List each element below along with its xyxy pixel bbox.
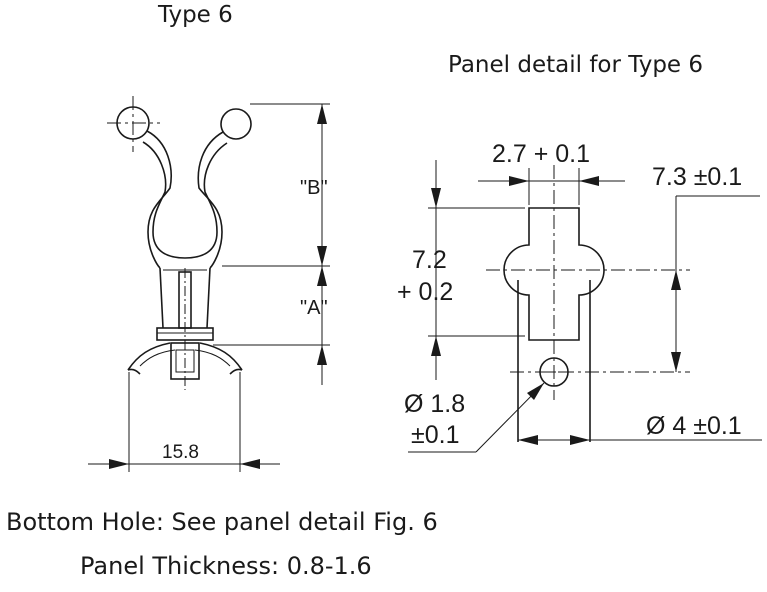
clip-outer-arm-right [197, 131, 224, 269]
panel-slot-outline [503, 207, 605, 341]
panel-dimensions: 2.7 + 0.1 7.3 ±0.1 7.2 + 0.2 Ø 1.8 ±0.1 … [397, 140, 762, 453]
dim-b-label: "B" [300, 177, 328, 199]
bottom-hole-note: Bottom Hole: See panel detail Fig. 6 [6, 508, 438, 536]
clip-inner-arm-right [184, 142, 228, 259]
center-offset-label: 7.3 ±0.1 [652, 163, 742, 191]
hole-dia-label-line1: Ø 1.8 [404, 390, 465, 418]
width-label: 15.8 [162, 442, 199, 463]
boss-dia-label: Ø 4 ±0.1 [646, 412, 742, 440]
type-6-title: Type 6 [158, 2, 233, 28]
clip-right-ball [220, 108, 252, 140]
panel-thickness-note: Panel Thickness: 0.8-1.6 [80, 552, 372, 580]
hole-dia-label-line2: ±0.1 [411, 421, 459, 449]
clip-dimensions: "B" "A" 15.8 [88, 103, 330, 472]
slot-width-label: 2.7 + 0.1 [492, 140, 590, 168]
height-label-line1: 7.2 [412, 246, 447, 274]
dim-a-label: "A" [300, 297, 328, 319]
clip-base-wings [127, 342, 243, 371]
clip-inner-arm-left [142, 141, 186, 259]
clip-outer-arm-left [146, 130, 172, 269]
panel-detail-drawing [486, 165, 690, 442]
height-label-line2: + 0.2 [397, 278, 453, 306]
clip-collar [156, 327, 214, 341]
panel-detail-title: Panel detail for Type 6 [448, 52, 704, 78]
clip-drawing [107, 96, 252, 390]
